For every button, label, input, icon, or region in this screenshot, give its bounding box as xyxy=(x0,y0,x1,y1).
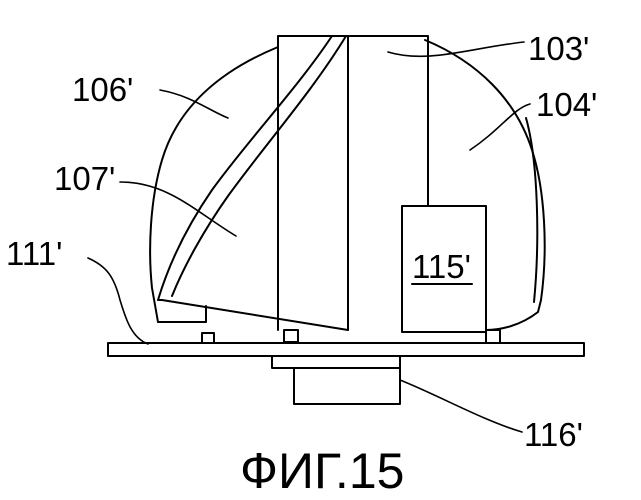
label-115: 115' xyxy=(412,248,471,285)
leader-104 xyxy=(470,104,530,150)
leader-111 xyxy=(88,258,148,344)
leader-103 xyxy=(388,42,524,56)
leader-116 xyxy=(400,380,522,432)
label-106: 106' xyxy=(72,71,133,108)
label-104: 104' xyxy=(536,86,597,123)
label-103: 103' xyxy=(528,30,589,67)
foot-left xyxy=(202,333,214,343)
figure-caption: ФИГ.15 xyxy=(240,443,404,499)
foot-right xyxy=(486,330,500,343)
connector-body xyxy=(294,368,400,404)
base-plate xyxy=(108,343,584,356)
label-111: 111' xyxy=(6,235,62,272)
curved-blade xyxy=(158,36,348,330)
foot-center xyxy=(284,330,298,342)
label-116: 116' xyxy=(524,416,583,453)
dome-inner-edge xyxy=(526,118,537,302)
connector-flange xyxy=(272,356,400,368)
label-107: 107' xyxy=(54,160,115,197)
